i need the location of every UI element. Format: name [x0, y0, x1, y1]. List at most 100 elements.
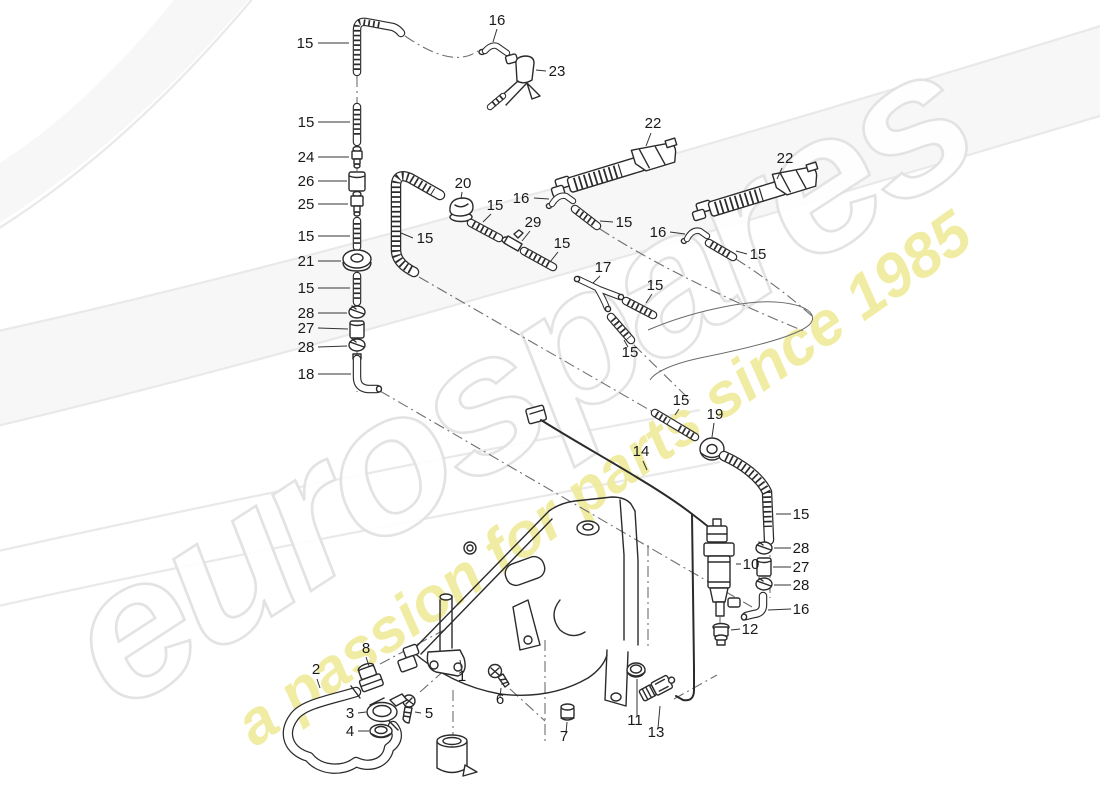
leader-line-19 [711, 422, 715, 438]
callout-2: 2 [312, 661, 320, 678]
part-15-hose-c4 [606, 312, 636, 345]
callout-11: 11 [627, 712, 643, 729]
callout-15: 15 [298, 114, 315, 131]
part-13-level-sensor [638, 674, 676, 702]
swoosh-lower-edge-top [0, 408, 701, 552]
part-28-clamp-d [755, 577, 773, 591]
callout-28: 28 [298, 339, 315, 356]
callout-27: 27 [298, 320, 315, 337]
axis-line [418, 276, 654, 413]
axis-line [633, 344, 691, 401]
part-24-connector [351, 145, 363, 169]
callout-14: 14 [633, 443, 650, 460]
callout-10: 10 [743, 556, 760, 573]
leader-line-15 [645, 293, 653, 304]
leader-line-5 [414, 711, 422, 714]
hose-routing-loop [647, 301, 814, 381]
leader-line-15 [623, 339, 629, 348]
axis-line [735, 258, 813, 317]
callout-labels: 1516231524262515211528272818201515291517… [297, 12, 810, 745]
part-1-reservoir [397, 496, 639, 777]
callout-25: 25 [298, 196, 315, 213]
callout-16: 16 [793, 601, 810, 618]
part-4-seal [369, 723, 393, 739]
part-6-screw [487, 663, 510, 688]
part-15-hose-top [352, 17, 406, 77]
part-14-harness [525, 404, 715, 702]
part-16-elbow-top [478, 42, 511, 57]
leader-line-1 [459, 659, 463, 673]
watermark: eurospares a passion for parts since 198… [0, 0, 1100, 759]
part-28-clamp-c [755, 541, 773, 555]
leader-line-16 [492, 28, 498, 43]
part-29-connector [501, 229, 524, 252]
part-18-elbow [352, 353, 383, 394]
part-21-grommet [342, 249, 372, 272]
parts [282, 17, 819, 777]
callout-27: 27 [793, 559, 810, 576]
leader-line-6 [499, 687, 502, 698]
callout-15: 15 [647, 277, 664, 294]
part-15-hose-c6 [704, 238, 738, 262]
leader-line-12 [730, 628, 741, 631]
leader-line-16 [767, 608, 792, 611]
callout-13: 13 [648, 724, 665, 741]
callout-7: 7 [560, 728, 568, 745]
part-12-grommet [712, 622, 730, 646]
part-16-elbow-midleft [545, 192, 577, 210]
leader-line-23 [535, 69, 547, 72]
part-26-sleeve [348, 171, 366, 192]
leader-line-28 [317, 345, 348, 348]
callout-22: 22 [777, 150, 794, 167]
callout-15: 15 [298, 280, 315, 297]
callout-16: 16 [650, 224, 667, 241]
part-11-seal-ring [626, 662, 646, 678]
callout-15: 15 [793, 506, 810, 523]
callout-15: 15 [673, 392, 690, 409]
callout-15: 15 [622, 344, 639, 361]
leader-line-15 [482, 213, 492, 223]
callout-15: 15 [297, 35, 314, 52]
callout-20: 20 [455, 175, 472, 192]
leader-line-16 [669, 231, 686, 235]
callout-21: 21 [298, 253, 315, 270]
swoosh-main-band [0, 26, 1100, 426]
axis-line [599, 228, 807, 333]
callout-28: 28 [298, 305, 315, 322]
swoosh-corner-edge [0, 0, 253, 229]
callout-28: 28 [793, 540, 810, 557]
part-28-clamp-a [348, 305, 366, 319]
leader-line-15 [400, 232, 414, 239]
leader-line-22 [776, 167, 783, 180]
callout-23: 23 [549, 63, 566, 80]
axis-line [673, 674, 718, 700]
part-17-y-connector [573, 275, 625, 313]
axis-line [379, 390, 753, 608]
part-23-headlight-washer [486, 53, 541, 111]
callout-28: 28 [793, 577, 810, 594]
leader-line-7 [565, 721, 568, 734]
leader-line-15 [674, 408, 680, 416]
callout-15: 15 [554, 235, 571, 252]
callout-15: 15 [487, 197, 504, 214]
callout-29: 29 [525, 214, 542, 231]
part-15-hose-c2 [519, 246, 558, 272]
swoosh-corner-band [0, 0, 249, 223]
callout-15: 15 [750, 246, 767, 263]
leader-line-15 [549, 251, 559, 263]
swoosh-lower-edge-bottom [0, 460, 721, 607]
part-22-washer-jet-left [550, 137, 678, 198]
leader-line-2 [316, 678, 321, 689]
callout-16: 16 [513, 190, 530, 207]
callout-12: 12 [742, 621, 759, 638]
part-20-nozzle [449, 197, 474, 223]
part-15-hose-c3 [621, 296, 658, 320]
part-15-hose-c5 [570, 204, 602, 231]
leader-line-3 [357, 711, 367, 714]
part-25-connector [350, 190, 364, 217]
axis-line [404, 35, 479, 58]
part-22-washer-jet-right [691, 161, 819, 222]
swoosh-main-edge-top [0, 25, 1100, 332]
part-3-cap [366, 693, 408, 723]
callout-18: 18 [298, 366, 315, 383]
